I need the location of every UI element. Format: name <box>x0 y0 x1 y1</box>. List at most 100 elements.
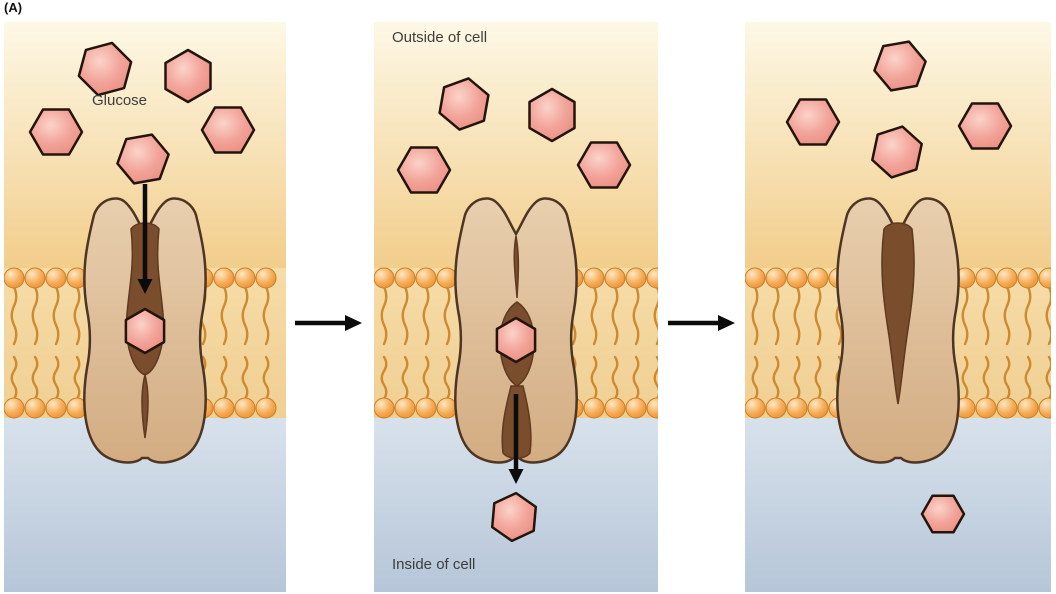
overlay-layer <box>396 77 632 543</box>
glucose-molecule <box>871 125 923 179</box>
lipid-head <box>583 397 605 419</box>
glucose-molecule <box>920 494 966 534</box>
lipid-head <box>583 267 605 289</box>
lipid-tail <box>10 285 18 346</box>
lipid-head <box>646 267 658 289</box>
glucose-label: Glucose <box>92 92 148 109</box>
glucose-molecule <box>528 87 576 143</box>
lipid-head <box>45 397 67 419</box>
lipid-tail <box>653 285 658 346</box>
lipid-tail <box>10 355 18 401</box>
lipid-tail <box>1024 355 1032 401</box>
lipid-tail <box>241 355 249 401</box>
lipid-tail <box>422 285 430 346</box>
lipid-tail <box>793 355 801 401</box>
lipid-tail <box>632 355 640 401</box>
lipid-head <box>24 397 46 419</box>
lipid-tail <box>653 355 658 401</box>
glucose-molecule <box>124 307 166 355</box>
overlay-layer <box>28 41 256 355</box>
panel-2: Outside of cell Inside of cell <box>374 22 658 592</box>
lipid-head <box>975 397 997 419</box>
lipid-tail <box>443 285 451 346</box>
lipid-tail <box>1045 355 1051 401</box>
lipid-tail <box>611 285 619 346</box>
lipid-head <box>996 397 1018 419</box>
lipid-head <box>234 267 256 289</box>
lipid-tail <box>751 355 759 401</box>
panel-1: Glucose <box>4 22 286 592</box>
glucose-molecule <box>164 48 212 104</box>
overlay-layer <box>785 40 1013 534</box>
flow-arrow-1-svg <box>295 315 362 331</box>
lipid-tail <box>590 355 598 401</box>
flow-arrow-2 <box>666 312 736 339</box>
lipid-head <box>255 397 277 419</box>
lipid-head <box>975 267 997 289</box>
inside-of-cell-label: Inside of cell <box>392 556 476 573</box>
lipid-head <box>745 397 766 419</box>
glucose-molecule <box>873 40 927 92</box>
lipid-head <box>786 397 808 419</box>
glucose-molecule <box>77 41 133 97</box>
transport-arrow-head-icon <box>137 279 153 294</box>
lipid-tail <box>52 355 60 401</box>
lipid-tail <box>772 285 780 346</box>
lipid-tail <box>443 355 451 401</box>
lipid-head <box>374 267 395 289</box>
lipid-tail <box>961 355 969 401</box>
lipid-tail <box>31 285 39 346</box>
lipid-tail <box>1003 355 1011 401</box>
lipid-tail <box>793 285 801 346</box>
lipid-tail <box>220 285 228 346</box>
lipid-head <box>415 267 437 289</box>
transport-arrow-head-icon <box>508 469 524 484</box>
glucose-molecule <box>490 491 538 543</box>
lipid-head <box>625 267 647 289</box>
panel-2-svg <box>374 22 658 592</box>
lipid-head <box>765 267 787 289</box>
lipid-head <box>213 267 235 289</box>
lipid-tail <box>401 285 409 346</box>
lipid-tail <box>982 355 990 401</box>
lipid-head <box>436 397 458 419</box>
lipid-tail <box>401 355 409 401</box>
glucose-molecule <box>576 141 632 189</box>
lipid-tail <box>220 355 228 401</box>
lipid-head <box>4 397 25 419</box>
flow-arrow-2-svg <box>668 315 735 331</box>
lipid-head <box>745 267 766 289</box>
lipid-head <box>415 397 437 419</box>
lipid-tail <box>380 355 388 401</box>
lipid-tail <box>982 285 990 346</box>
lipid-tail <box>1003 285 1011 346</box>
lipid-head <box>646 397 658 419</box>
lipid-head <box>996 267 1018 289</box>
lipid-tail <box>262 285 270 346</box>
lipid-tail <box>73 355 81 401</box>
transporter-channel <box>881 222 915 405</box>
lipid-head <box>807 267 829 289</box>
lipid-head <box>394 267 416 289</box>
lipid-head <box>1038 397 1051 419</box>
lipid-head <box>436 267 458 289</box>
glucose-molecule <box>957 102 1013 150</box>
figure-label: (A) <box>4 0 23 15</box>
lipid-head <box>807 397 829 419</box>
lipid-tail <box>632 285 640 346</box>
lipid-head <box>374 397 395 419</box>
glucose-molecule <box>438 77 490 131</box>
lipid-tail <box>590 285 598 346</box>
lipid-head <box>604 267 626 289</box>
glucose-molecule <box>200 106 256 154</box>
lipid-tail <box>380 285 388 346</box>
lipid-tail <box>611 355 619 401</box>
lipid-head <box>765 397 787 419</box>
flow-arrow-1 <box>293 312 363 339</box>
lipid-head <box>4 267 25 289</box>
lipid-tail <box>961 285 969 346</box>
lipid-head <box>394 397 416 419</box>
lipid-tail <box>751 285 759 346</box>
lipid-head <box>255 267 277 289</box>
